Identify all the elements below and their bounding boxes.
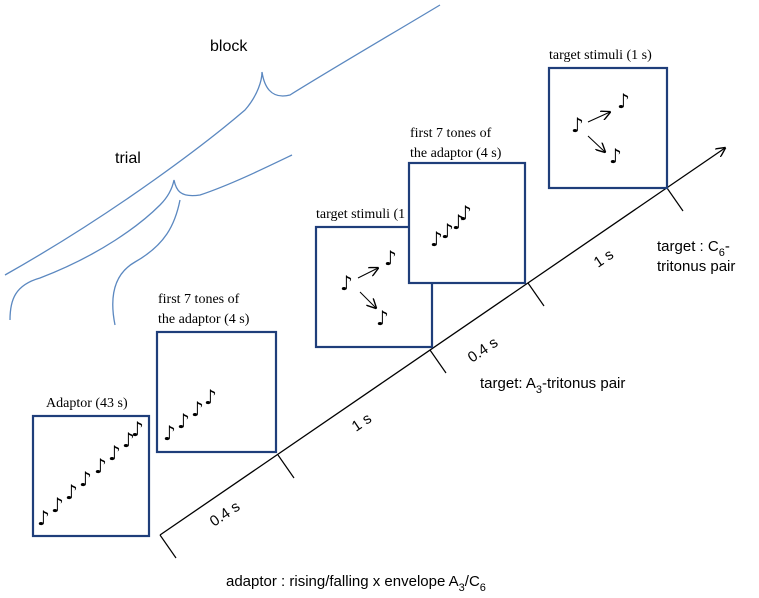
eighth-note-icon: ♪ — [609, 144, 622, 168]
eighth-note-icon: ♪ — [191, 397, 204, 421]
interval-label-1s-1: 1 s — [349, 410, 375, 435]
timeline-tick — [429, 349, 447, 374]
eighth-note-icon: ♪ — [131, 417, 144, 441]
eighth-note-icon: ♪ — [430, 227, 443, 251]
trial-label: trial — [115, 150, 141, 167]
interval-label-0.4s-2: 0.4 s — [465, 334, 501, 366]
eighth-note-icon: ♪ — [441, 219, 454, 243]
adaptor-box — [31, 414, 151, 538]
eighth-note-icon: ♪ — [122, 428, 135, 452]
first-7-tones-label-2b: the adaptor (4 s) — [410, 146, 502, 161]
timeline-tick — [159, 534, 177, 559]
first-7-tones-label-2a: first 7 tones of — [410, 126, 492, 141]
eighth-note-icon: ♪ — [177, 409, 190, 433]
eighth-note-icon: ♪ — [340, 271, 353, 295]
eighth-note-icon: ♪ — [94, 454, 107, 478]
first-7-tones-box-2 — [407, 161, 527, 285]
first-7-notes-2: ♪ ♪ ♪ ♪ — [430, 201, 472, 251]
target-stimuli-label-2: target stimuli (1 s) — [549, 48, 652, 63]
eighth-note-icon: ♪ — [384, 246, 397, 270]
first-7-tones-label-1a: first 7 tones of — [158, 292, 240, 307]
first-7-notes-1: ♪ ♪ ♪ ♪ — [163, 385, 217, 445]
block-brace — [4, 4, 441, 276]
timeline-tick — [527, 282, 545, 307]
arrow-icon — [359, 291, 376, 308]
timeline-tick — [277, 454, 295, 479]
eighth-note-icon: ♪ — [37, 506, 50, 530]
target-notes-1: ♪ ♪ ♪ — [340, 246, 397, 330]
target-stimuli-label-1: target stimuli (1 s) — [316, 207, 419, 222]
trial-brace — [9, 154, 293, 321]
target-a3-label: target: A3-tritonus pair — [480, 375, 625, 396]
eighth-note-icon: ♪ — [376, 306, 389, 330]
first-7-tones-label-1b: the adaptor (4 s) — [158, 312, 250, 327]
target-notes-2: ♪ ♪ ♪ — [571, 89, 630, 168]
eighth-note-icon: ♪ — [65, 480, 78, 504]
adaptor-box-label: Adaptor (43 s) — [46, 396, 128, 411]
target-stimuli-box-2 — [547, 66, 669, 190]
interval-label-1s-2: 1 s — [591, 246, 617, 271]
eighth-note-icon: ♪ — [163, 421, 176, 445]
interval-label-0.4s-1: 0.4 s — [207, 498, 243, 530]
eighth-note-icon: ♪ — [51, 493, 64, 517]
target-c6-label: target : C6- — [657, 238, 730, 259]
timeline-axis — [159, 148, 725, 536]
block-label: block — [210, 38, 248, 55]
eighth-note-icon: ♪ — [204, 385, 217, 409]
eighth-note-icon: ♪ — [617, 89, 630, 113]
arrow-icon — [587, 135, 605, 152]
adaptor-caption: adaptor : rising/falling x envelope A3/C… — [226, 573, 486, 594]
eighth-note-icon: ♪ — [108, 441, 121, 465]
eighth-note-icon: ♪ — [79, 467, 92, 491]
target-c6-label-line2: tritonus pair — [657, 258, 735, 275]
first-7-tones-box-1 — [155, 330, 278, 454]
adaptor-notes: ♪ ♪ ♪ ♪ ♪ ♪ ♪ ♪ — [37, 417, 144, 530]
timeline-tick — [666, 187, 684, 212]
eighth-note-icon: ♪ — [452, 210, 465, 234]
arrow-icon — [587, 112, 610, 123]
arrow-icon — [357, 268, 378, 279]
eighth-note-icon: ♪ — [571, 113, 584, 137]
eighth-note-icon: ♪ — [459, 201, 472, 225]
trial-brace-lower — [112, 199, 181, 326]
